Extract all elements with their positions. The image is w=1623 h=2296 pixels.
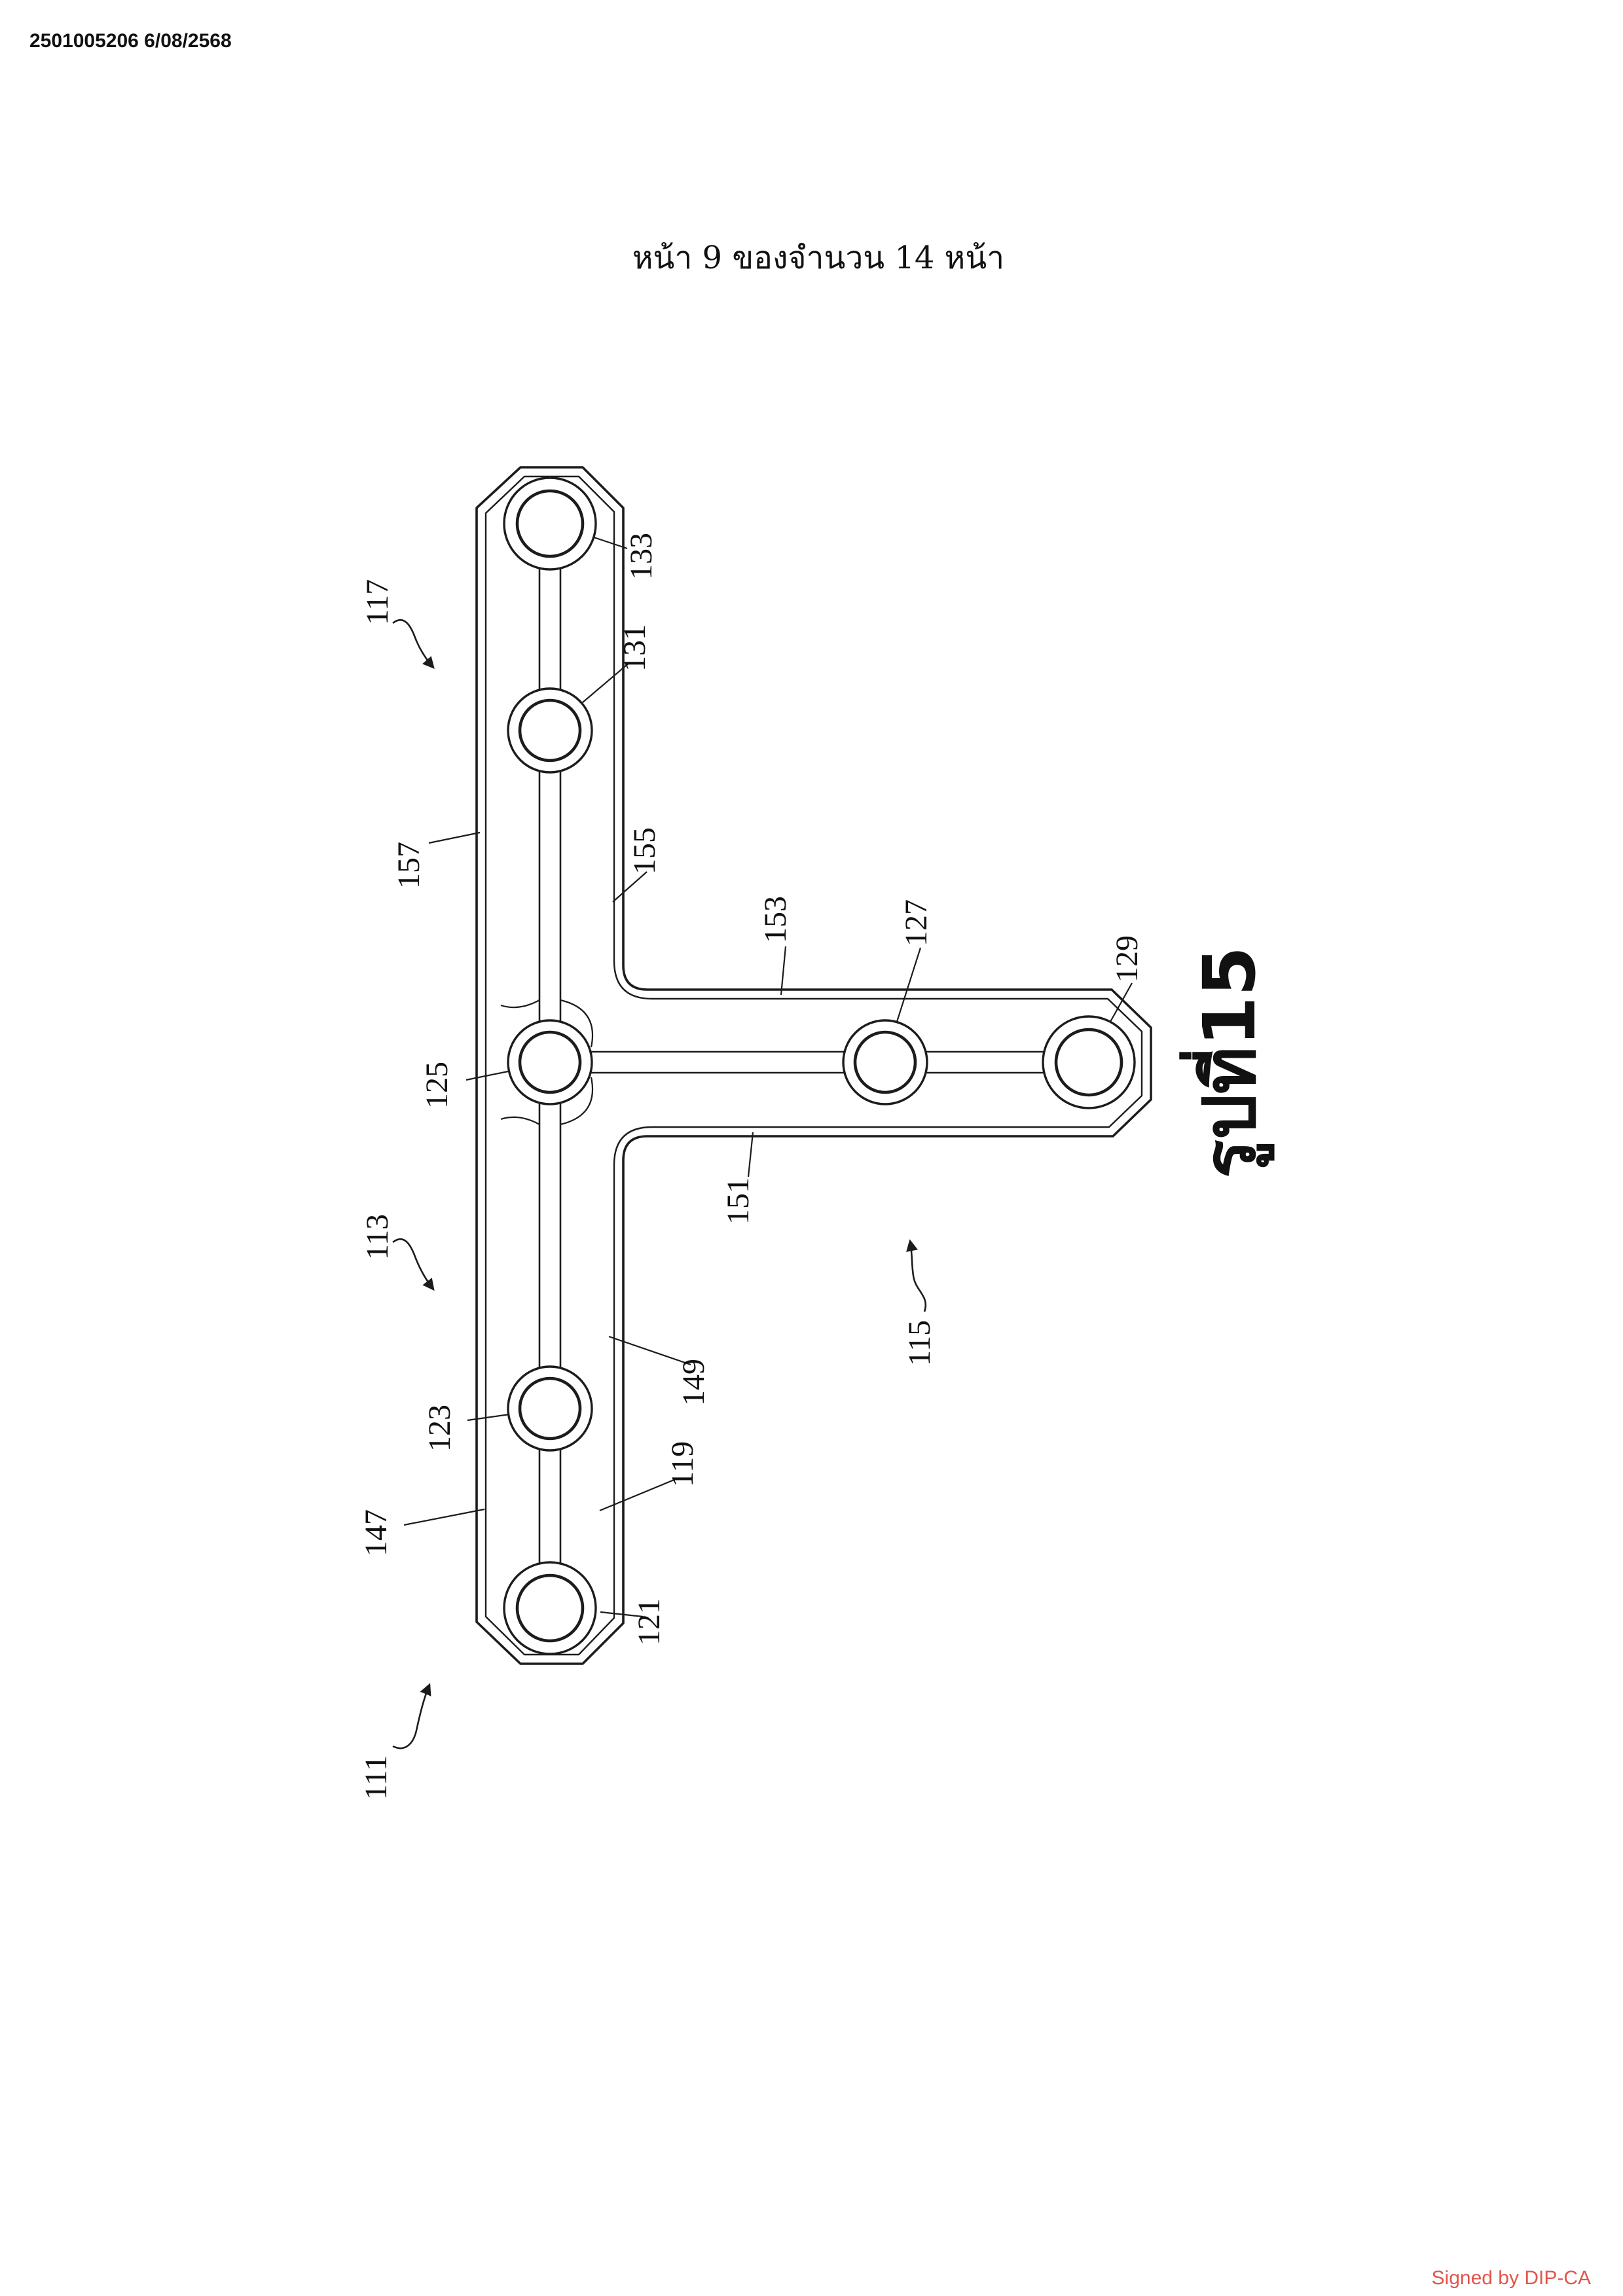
arrow-115 xyxy=(906,1239,926,1312)
ref-label-123: 123 xyxy=(422,1405,457,1452)
hole-121-inner xyxy=(515,1573,585,1643)
ref-label-125: 125 xyxy=(420,1062,454,1109)
ref-label-117: 117 xyxy=(360,579,395,625)
plate-outer-outline xyxy=(475,466,1152,1665)
leader-151 xyxy=(747,1132,754,1177)
arrow-113 xyxy=(392,1238,435,1291)
leader-149 xyxy=(608,1335,691,1366)
ref-label-149: 149 xyxy=(676,1359,711,1406)
hole-131-inner xyxy=(518,698,582,762)
hole-123-inner xyxy=(518,1376,582,1441)
hole-127-inner xyxy=(853,1030,917,1094)
leader-121 xyxy=(600,1611,644,1618)
leader-153 xyxy=(780,946,787,996)
ref-label-147: 147 xyxy=(359,1509,393,1556)
ref-label-113: 113 xyxy=(360,1214,395,1260)
leader-133 xyxy=(593,536,628,550)
hole-129-inner xyxy=(1054,1028,1123,1097)
document-number: 2501005206 6/08/2568 xyxy=(29,30,232,52)
hole-125-inner xyxy=(518,1030,582,1094)
junction-fillet xyxy=(560,1077,594,1126)
ref-label-133: 133 xyxy=(624,533,659,580)
junction-fillet xyxy=(500,1116,540,1125)
ref-label-119: 119 xyxy=(665,1441,700,1487)
page-header: หน้า 9 ของจำนวน 14 หน้า xyxy=(632,240,1004,276)
arrow-111 xyxy=(392,1683,431,1749)
ref-label-129: 129 xyxy=(1110,935,1144,982)
hole-133-inner xyxy=(515,489,585,558)
leader-123 xyxy=(467,1413,510,1422)
ref-label-157: 157 xyxy=(392,842,426,889)
junction-fillet xyxy=(500,999,540,1009)
leader-129 xyxy=(1110,982,1133,1022)
ref-label-131: 131 xyxy=(617,624,652,672)
ref-label-121: 121 xyxy=(632,1598,666,1645)
arrow-117 xyxy=(392,619,435,670)
leader-157 xyxy=(428,831,481,844)
leader-119 xyxy=(599,1478,676,1512)
ref-label-155: 155 xyxy=(627,827,662,874)
leader-lines xyxy=(392,536,1133,1749)
ref-label-127: 127 xyxy=(899,899,934,946)
plate-inner-outline xyxy=(484,475,1143,1656)
leader-127 xyxy=(896,947,922,1022)
ref-label-115: 115 xyxy=(902,1320,937,1366)
junction-fillet xyxy=(560,999,594,1048)
figure-label: รูปที่15 xyxy=(1179,946,1275,1179)
t-plate-drawing xyxy=(475,466,1152,1665)
leader-125 xyxy=(465,1070,509,1081)
reference-numerals: 117 133 131 157 155 153 127 129 125 151 … xyxy=(359,533,1144,1800)
ref-label-111: 111 xyxy=(359,1755,393,1800)
leader-131 xyxy=(581,662,630,704)
ref-label-151: 151 xyxy=(721,1177,756,1225)
signature-text: Signed by DIP-CA xyxy=(1432,2267,1591,2289)
leader-147 xyxy=(403,1508,485,1526)
leader-155 xyxy=(612,871,647,903)
ref-label-153: 153 xyxy=(758,896,793,943)
